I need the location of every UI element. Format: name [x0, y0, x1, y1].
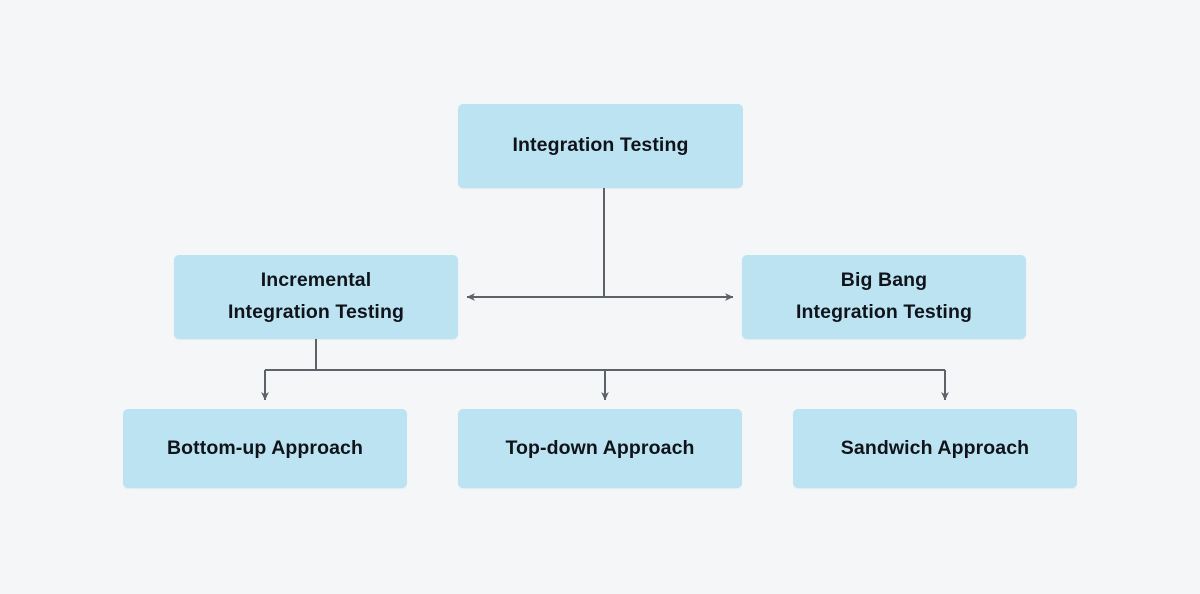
node-incremental-integration-testing[interactable]: Incremental Integration Testing [174, 255, 458, 339]
node-bottom-up-approach[interactable]: Bottom-up Approach [123, 409, 407, 488]
node-label: Incremental Integration Testing [228, 269, 404, 323]
node-label: Top-down Approach [505, 436, 695, 459]
node-integration-testing[interactable]: Integration Testing [458, 104, 743, 188]
node-big-bang-integration-testing[interactable]: Big Bang Integration Testing [742, 255, 1026, 339]
node-top-down-approach[interactable]: Top-down Approach [458, 409, 742, 488]
node-label: Big Bang Integration Testing [796, 269, 972, 323]
node-sandwich-approach[interactable]: Sandwich Approach [793, 409, 1077, 488]
node-label: Sandwich Approach [840, 436, 1030, 459]
node-label: Bottom-up Approach [166, 436, 364, 459]
node-label: Integration Testing [512, 134, 689, 157]
